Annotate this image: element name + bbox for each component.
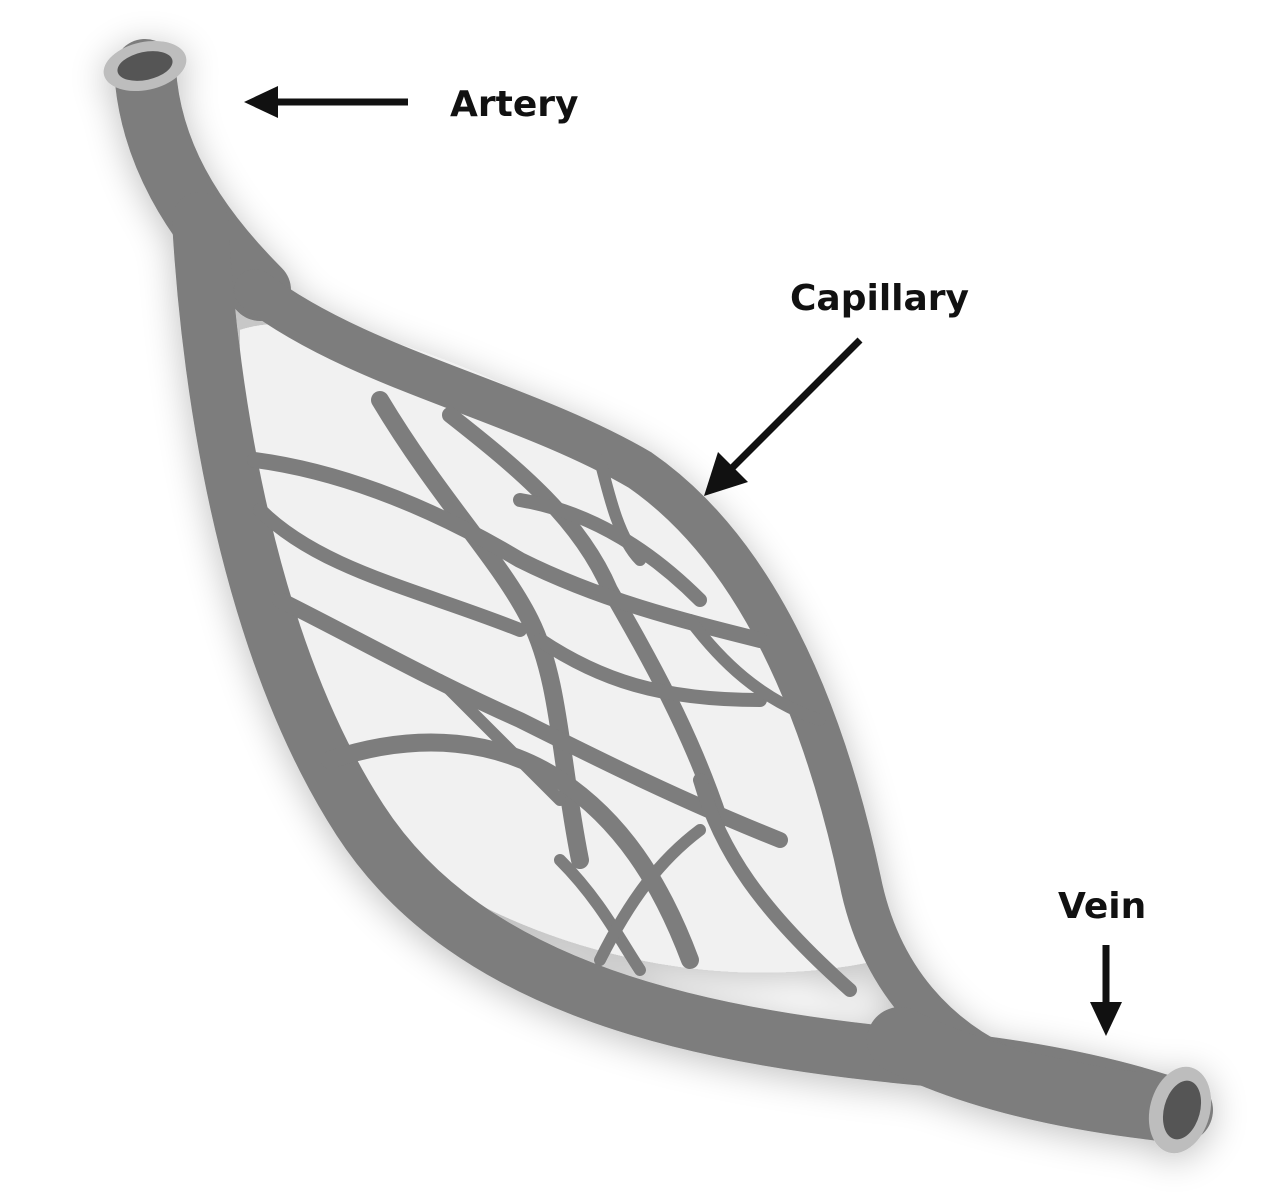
artery-label: Artery (450, 84, 578, 125)
capillary-branch (253, 503, 527, 637)
vein-arrow-head (1090, 1002, 1122, 1036)
capillary-branches (247, 391, 857, 997)
capillary-arrow (727, 337, 863, 473)
capillary-branch (434, 674, 566, 806)
capillary-arrow-head (704, 452, 748, 496)
capillary-label: Capillary (790, 278, 969, 319)
artery-opening (103, 40, 187, 92)
capillary-annotation: Capillary (704, 278, 969, 496)
right-boundary-vessel (234, 269, 1031, 1091)
capillary-branch (513, 493, 707, 607)
capillary-branch (272, 592, 788, 848)
capillary-branch (693, 773, 857, 997)
artery-annotation: Artery (244, 84, 578, 125)
vein-opening (1148, 1066, 1212, 1154)
vein-annotation: Vein (1058, 886, 1146, 1036)
capillary-branch (247, 452, 768, 648)
vein-vessel (867, 1007, 1213, 1143)
capillary-branch (533, 633, 767, 707)
artery-arrow-head (244, 86, 278, 118)
vessel-network (103, 39, 1213, 1154)
artery-vessel (114, 39, 291, 321)
capillary-branch (554, 854, 646, 976)
capillary-branch (371, 391, 589, 869)
capillary-branch (594, 454, 646, 566)
capillary-branch (594, 824, 706, 966)
vein-label: Vein (1058, 886, 1146, 927)
capillary-branch (321, 733, 699, 969)
capillary-branch (684, 614, 826, 726)
